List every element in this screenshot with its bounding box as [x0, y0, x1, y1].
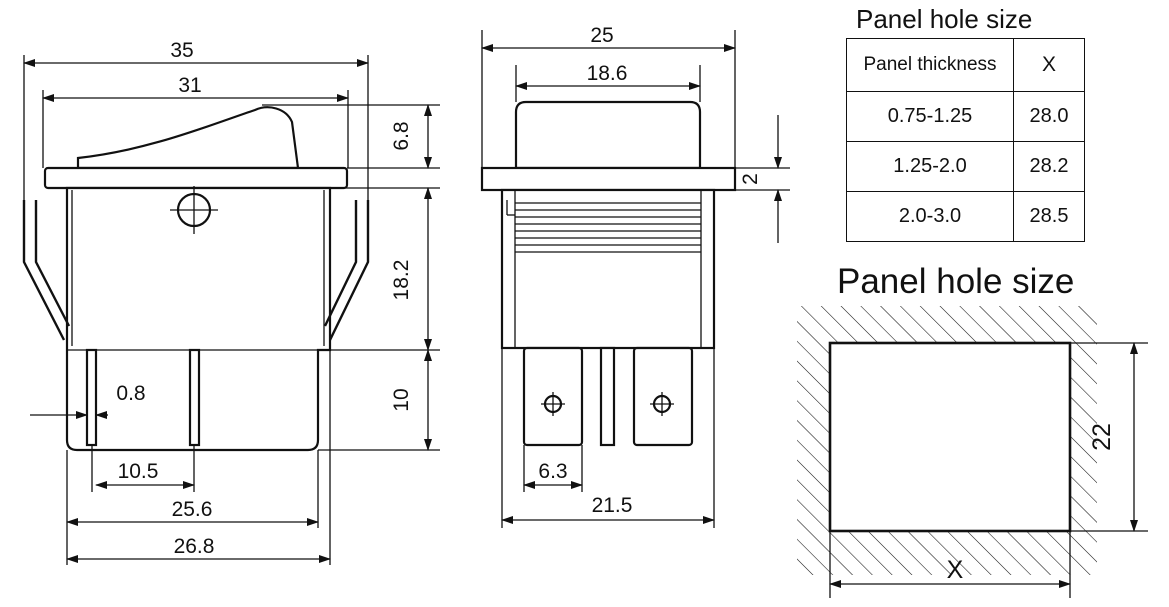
dim-6-8: 6.8: [390, 121, 413, 150]
dim-6-3: 6.3: [538, 460, 567, 483]
panel-hole-title: Panel hole size: [837, 262, 1075, 301]
dim-18-6: 18.6: [587, 62, 628, 85]
panel-hole-rect: [828, 341, 1072, 533]
dim-22: 22: [1088, 423, 1116, 451]
dim-10-5: 10.5: [118, 460, 159, 483]
table-cell: 0.75-1.25: [846, 91, 1014, 142]
terminal-pin-left: [85, 348, 98, 447]
table-row: 2.0-3.0 28.5: [846, 191, 1085, 242]
table-row: 0.75-1.25 28.0: [846, 91, 1085, 142]
dim-25: 25: [590, 24, 613, 47]
table-title: Panel hole size: [856, 4, 1033, 34]
dim-2: 2: [739, 173, 762, 185]
front-cap: [514, 100, 702, 170]
table-row: 1.25-2.0 28.2: [846, 141, 1085, 192]
table-cell: 2.0-3.0: [846, 191, 1014, 242]
dim-35: 35: [170, 39, 193, 62]
front-view: 25 18.6 2 6.3 21.5: [480, 24, 790, 528]
panel-hole-drawing: 22 X: [797, 306, 1148, 598]
table-cell: 28.5: [1013, 191, 1085, 242]
dim-x: X: [947, 556, 964, 584]
header-x: X: [1013, 38, 1085, 92]
side-body: [65, 186, 332, 452]
table-cell: 28.0: [1013, 91, 1085, 142]
dim-0-8: 0.8: [116, 382, 145, 405]
terminal-pin-right: [188, 348, 201, 447]
panel-hatching: [797, 306, 1097, 575]
dim-10: 10: [390, 388, 413, 411]
body-ribs: [515, 202, 701, 253]
table-cell: 1.25-2.0: [846, 141, 1014, 192]
side-flange: [43, 166, 349, 190]
table-header-row: Panel thickness X: [846, 38, 1085, 92]
dim-21-5: 21.5: [592, 494, 633, 517]
side-view: 35 31 6.8 18.2 10 0.8 10.5 25.6 26.8: [22, 39, 440, 565]
header-panel-thickness: Panel thickness: [846, 38, 1014, 92]
dim-25-6: 25.6: [172, 498, 213, 521]
panel-thickness-table: Panel thickness X 0.75-1.25 28.0 1.25-2.…: [846, 38, 1085, 242]
table-cell: 28.2: [1013, 141, 1085, 192]
front-body: [500, 188, 716, 350]
rocker-actuator: [76, 106, 300, 170]
terminal-pin-center: [599, 346, 616, 447]
front-flange: [480, 166, 737, 192]
dim-31: 31: [178, 74, 201, 97]
dim-26-8: 26.8: [174, 535, 215, 558]
dim-18-2: 18.2: [390, 260, 413, 301]
